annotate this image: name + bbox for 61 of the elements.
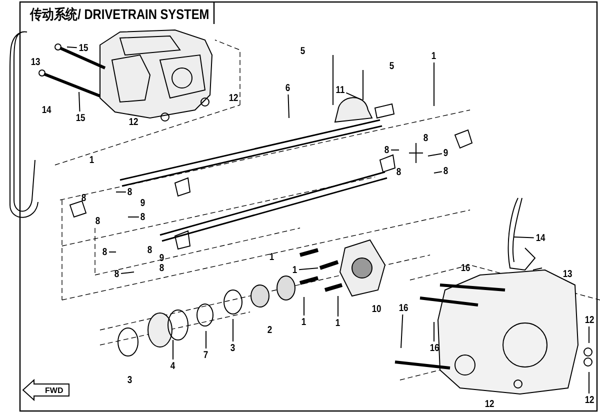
callout-number: 3 bbox=[230, 342, 236, 354]
callout-number: 8 bbox=[159, 262, 164, 274]
callout-number: 5 bbox=[389, 60, 394, 72]
callout-number: 8 bbox=[443, 166, 448, 176]
callout-number: 8 bbox=[147, 244, 152, 256]
callout-number: 12 bbox=[228, 92, 238, 104]
callout-number: 13 bbox=[562, 268, 572, 280]
leader-line bbox=[128, 216, 140, 218]
callout-number: 1 bbox=[335, 318, 340, 328]
leader-line bbox=[514, 236, 534, 238]
leader-line bbox=[434, 171, 442, 174]
callout-number: 8 bbox=[114, 268, 120, 280]
callout-number: 9 bbox=[140, 198, 146, 208]
leader-line bbox=[346, 92, 362, 100]
leader-line bbox=[232, 318, 234, 342]
callout-number: 15 bbox=[75, 112, 85, 124]
leader-line bbox=[298, 268, 318, 270]
callout-number: 1 bbox=[89, 154, 94, 166]
callout-number: 12 bbox=[584, 314, 594, 326]
direction-label: FWD bbox=[45, 386, 64, 394]
callout-number: 8 bbox=[423, 132, 428, 144]
leader-line bbox=[588, 372, 590, 394]
callout-number: 16 bbox=[460, 262, 470, 274]
leader-line bbox=[66, 46, 78, 48]
callout-number: 1 bbox=[301, 316, 306, 328]
callout-number: 6 bbox=[285, 82, 290, 94]
callout-number: 13 bbox=[30, 56, 40, 68]
callout-number: 2 bbox=[267, 324, 272, 336]
leader-line bbox=[172, 340, 174, 360]
callout-number: 9 bbox=[159, 252, 164, 264]
callout-number: 16 bbox=[398, 302, 408, 314]
leader-line bbox=[400, 314, 404, 348]
callout-number: 14 bbox=[41, 104, 51, 116]
callout-number: 12 bbox=[484, 398, 494, 410]
callout-number: 8 bbox=[95, 216, 100, 226]
callout-number: 12 bbox=[584, 394, 594, 406]
callout-number: 15 bbox=[78, 42, 88, 54]
leader-line bbox=[78, 92, 80, 112]
callout-number: 1 bbox=[292, 264, 298, 276]
leader-line bbox=[120, 272, 134, 274]
callout-number: 4 bbox=[170, 360, 176, 372]
callout-number: 1 bbox=[269, 252, 274, 262]
page-title: 传动系统/ DRIVETRAIN SYSTEM bbox=[30, 6, 210, 24]
callout-number: 5 bbox=[300, 46, 306, 56]
callout-number: 3 bbox=[127, 374, 132, 386]
callout-number: 8 bbox=[102, 246, 108, 258]
callout-number: 10 bbox=[371, 304, 381, 314]
callout-number: 8 bbox=[140, 212, 146, 222]
callout-number: 8 bbox=[396, 166, 402, 178]
callout-number: 11 bbox=[335, 84, 344, 96]
callout-number: 14 bbox=[535, 232, 545, 244]
leader-line bbox=[288, 94, 290, 118]
callout-number: 8 bbox=[384, 144, 390, 156]
callout-number: 12 bbox=[128, 116, 138, 128]
callout-number: 9 bbox=[443, 148, 448, 158]
callout-number: 1 bbox=[431, 50, 436, 62]
leader-line bbox=[428, 153, 442, 156]
callout-number: 8 bbox=[127, 186, 132, 198]
callout-number: 7 bbox=[203, 350, 208, 360]
callout-number: 8 bbox=[81, 192, 86, 204]
leader-line bbox=[588, 326, 590, 344]
